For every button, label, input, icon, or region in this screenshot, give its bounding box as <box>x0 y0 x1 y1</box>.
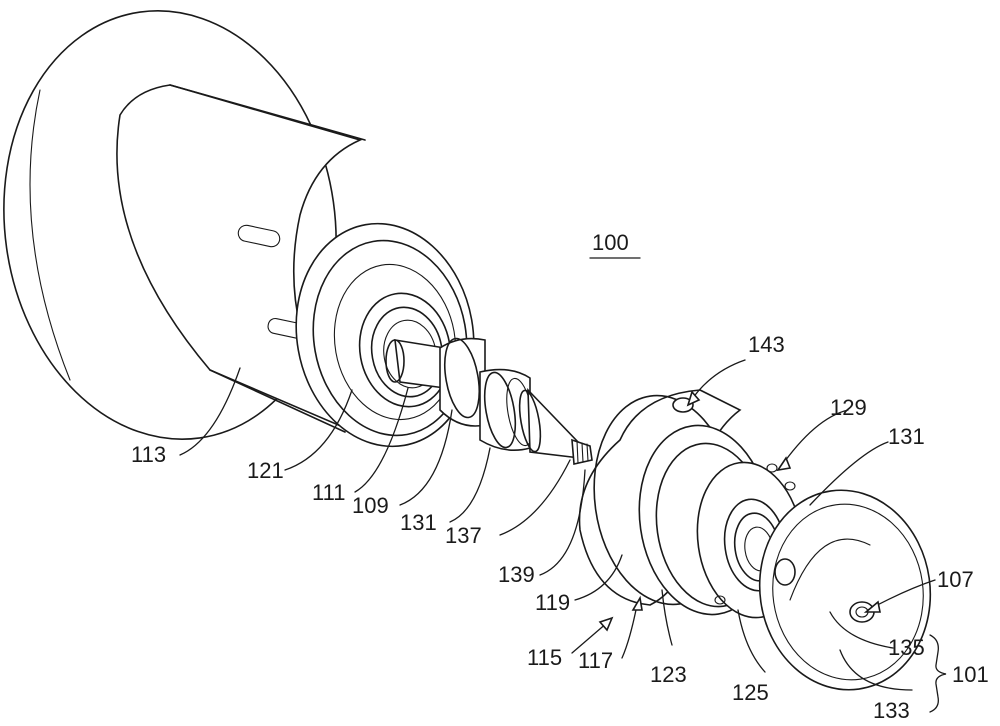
label-115: 115 <box>527 645 562 670</box>
label-139: 139 <box>498 562 535 587</box>
assembly-number-100: 100 <box>592 230 629 255</box>
label-101: 101 <box>952 662 989 687</box>
label-131-flange: 131 <box>888 424 925 449</box>
leader-lines <box>179 257 947 713</box>
label-123: 123 <box>650 662 687 687</box>
label-143: 143 <box>748 332 785 357</box>
threaded-tip-139 <box>571 438 593 465</box>
label-135: 135 <box>888 635 925 660</box>
label-121: 121 <box>247 458 284 483</box>
label-125: 125 <box>732 680 769 705</box>
label-131-shaft: 131 <box>400 510 437 535</box>
label-133: 133 <box>873 698 910 723</box>
back-disk <box>3 10 337 440</box>
shaft-collar-109 <box>439 337 486 427</box>
end-cap-133 <box>758 489 932 691</box>
reference-numerals: 100 113 121 111 109 131 137 139 119 115 … <box>131 230 989 723</box>
label-107: 107 <box>937 567 974 592</box>
label-137: 137 <box>445 523 482 548</box>
end-cap-dome-135 <box>789 538 875 623</box>
label-109: 109 <box>352 493 389 518</box>
label-113: 113 <box>131 442 166 467</box>
label-117: 117 <box>578 648 613 673</box>
label-129: 129 <box>830 395 867 420</box>
label-119: 119 <box>535 590 570 615</box>
label-111: 111 <box>312 480 345 505</box>
